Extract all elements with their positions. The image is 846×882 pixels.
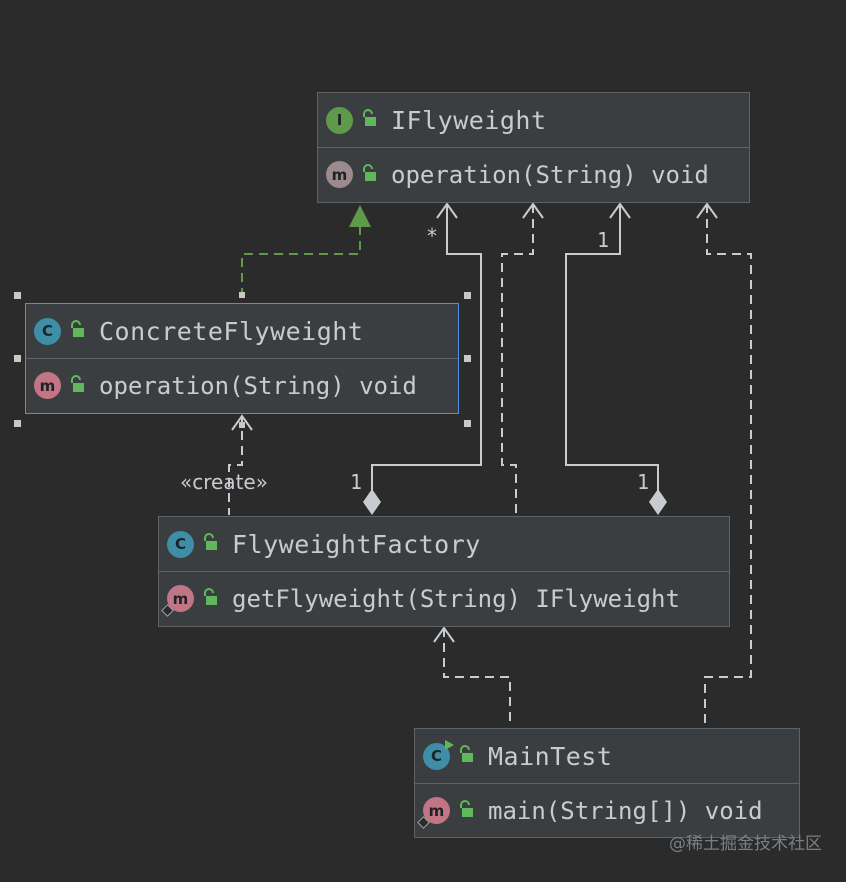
create-dependency-line — [228, 416, 243, 515]
runnable-class-icon: C — [423, 739, 454, 770]
public-lock-icon — [361, 109, 377, 131]
resize-handle-top-left[interactable] — [14, 292, 21, 299]
main-test-class-node[interactable]: C MainTest m main(String[]) void — [414, 728, 800, 838]
realization-arrowhead — [349, 205, 371, 227]
class-header: C MainTest — [415, 729, 799, 783]
public-lock-icon — [202, 587, 218, 610]
class-icon: C — [34, 317, 61, 345]
flyweight-factory-class-node[interactable]: C FlyweightFactory m getFlyweight(String… — [158, 516, 730, 627]
realization-line — [241, 226, 361, 302]
multiplicity-one-label: 1 — [597, 228, 610, 252]
dependency-line-main-factory — [443, 628, 511, 727]
public-lock-icon — [458, 799, 474, 822]
dependency-line-maintest — [704, 204, 752, 727]
method-signature: operation(String) void — [391, 160, 709, 189]
class-header: C FlyweightFactory — [159, 517, 729, 571]
arrowhead-create — [231, 414, 253, 431]
method-signature: getFlyweight(String) IFlyweight — [232, 584, 680, 613]
create-stereotype-label: «create» — [180, 470, 268, 494]
method-row[interactable]: m operation(String) void — [318, 147, 749, 201]
endpoint-square-top — [239, 292, 245, 298]
public-lock-icon — [458, 745, 474, 767]
aggregation-diamond-b — [649, 489, 667, 515]
arrowhead-one — [609, 202, 631, 219]
interface-icon: I — [326, 106, 353, 134]
public-lock-icon — [361, 163, 377, 186]
class-name: IFlyweight — [391, 105, 547, 135]
method-signature: main(String[]) void — [488, 796, 763, 825]
class-header: I IFlyweight — [318, 93, 749, 147]
aggregation-line-star — [371, 204, 482, 490]
concrete-flyweight-class-node[interactable]: C ConcreteFlyweight m operation(String) … — [25, 303, 459, 414]
arrowhead-main-factory — [433, 626, 455, 643]
public-lock-icon — [202, 533, 218, 555]
static-method-icon: m — [417, 797, 450, 829]
iflyweight-interface-node[interactable]: I IFlyweight m operation(String) void — [317, 92, 750, 203]
public-lock-icon — [69, 374, 85, 397]
arrowhead-star — [436, 202, 458, 219]
aggregation-line-one — [565, 204, 659, 490]
class-header: C ConcreteFlyweight — [26, 304, 458, 358]
public-lock-icon — [69, 320, 85, 342]
watermark: @稀土掘金技术社区 — [669, 834, 822, 854]
multiplicity-one-label: 1 — [350, 470, 363, 494]
static-method-icon: m — [161, 585, 194, 617]
endpoint-square-bottom — [239, 422, 245, 428]
multiplicity-one-label: 1 — [637, 470, 650, 494]
multiplicity-star-label: * — [426, 224, 439, 248]
resize-handle-middle-right[interactable] — [464, 355, 471, 362]
method-icon: m — [34, 372, 61, 399]
arrowhead-dep-maintest — [696, 202, 718, 219]
resize-handle-bottom-right[interactable] — [464, 420, 471, 427]
resize-handle-middle-left[interactable] — [14, 355, 21, 362]
method-row[interactable]: m getFlyweight(String) IFlyweight — [159, 571, 729, 625]
class-name: ConcreteFlyweight — [99, 316, 364, 346]
resize-handle-bottom-left[interactable] — [14, 420, 21, 427]
class-icon: C — [167, 530, 194, 558]
arrowhead-dep-factory — [522, 202, 544, 219]
dependency-line-factory — [501, 204, 534, 515]
method-icon: m — [326, 161, 353, 188]
method-signature: operation(String) void — [99, 371, 417, 400]
aggregation-diamond-a — [363, 489, 381, 515]
method-row[interactable]: m operation(String) void — [26, 358, 458, 412]
class-name: MainTest — [488, 741, 613, 771]
method-row[interactable]: m main(String[]) void — [415, 783, 799, 837]
resize-handle-top-right[interactable] — [464, 292, 471, 299]
class-name: FlyweightFactory — [232, 529, 481, 559]
